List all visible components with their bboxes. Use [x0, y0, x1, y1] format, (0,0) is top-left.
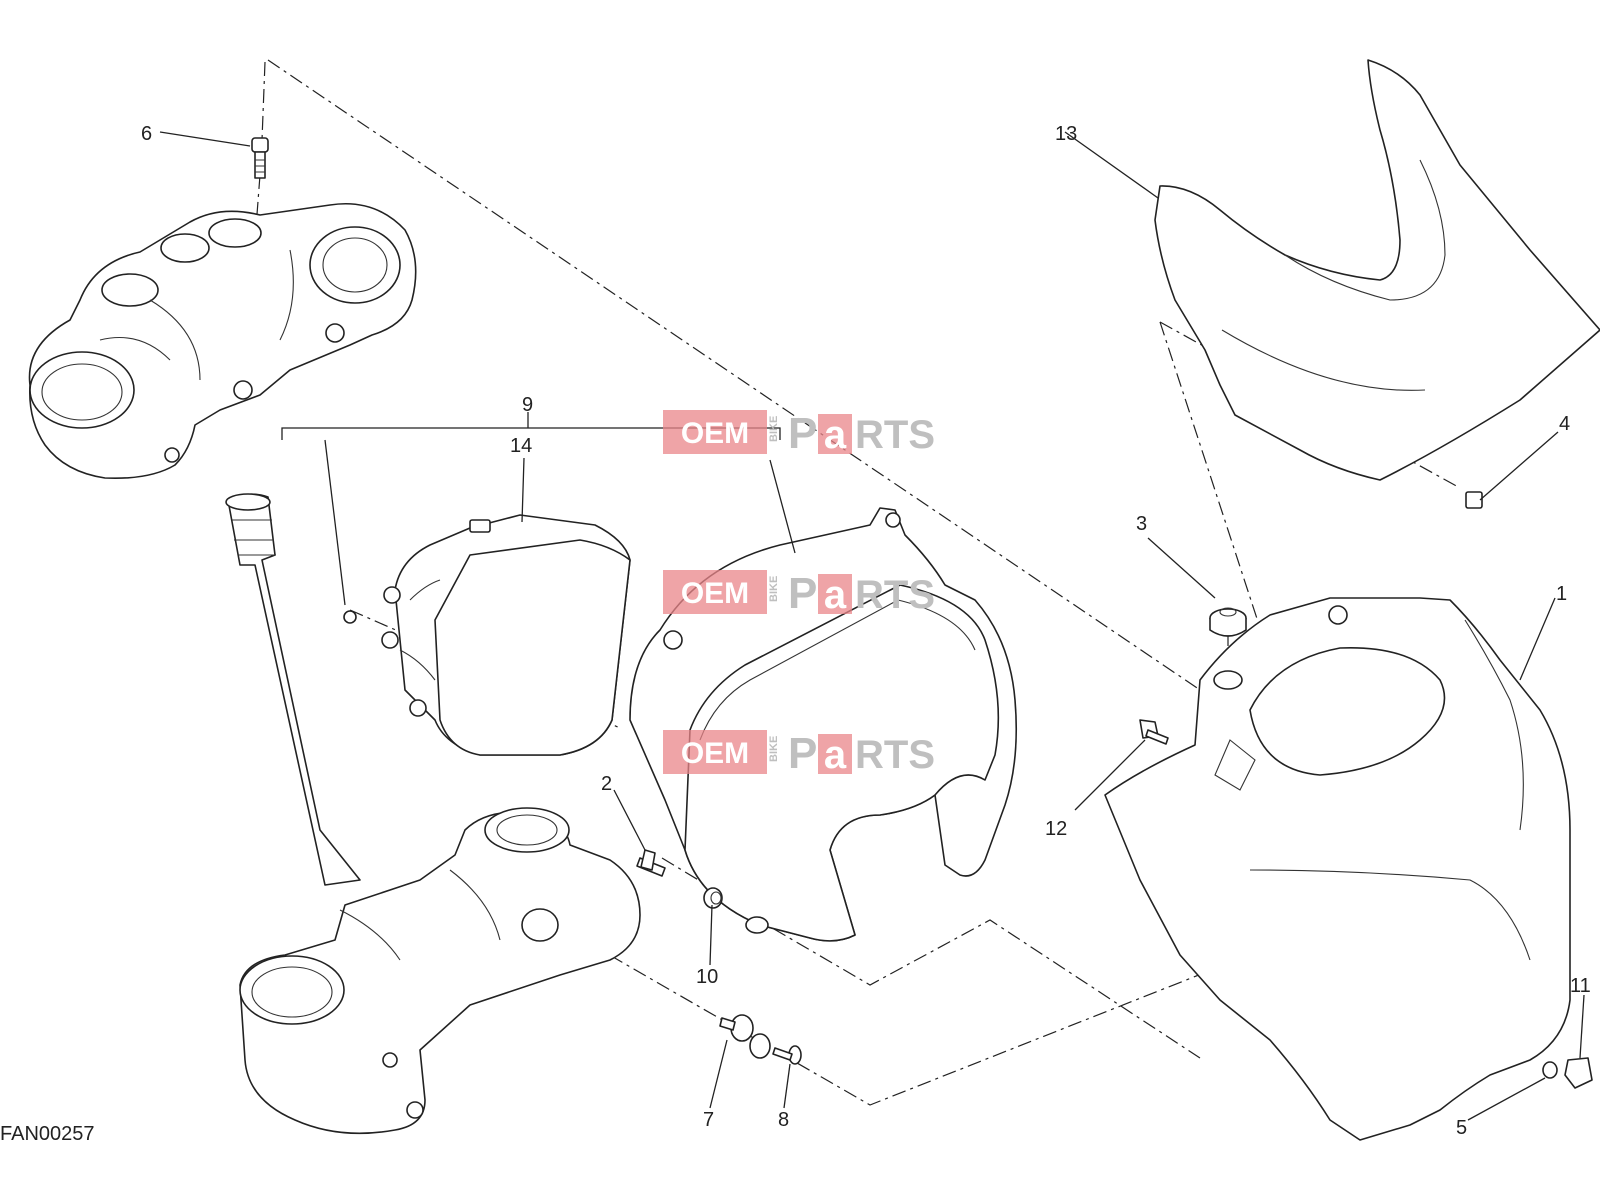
- watermark-oem: OEM: [681, 417, 749, 450]
- watermark-p: P: [788, 729, 817, 778]
- callout-10: 10: [696, 966, 718, 988]
- upper-triple-clamp: [28, 202, 417, 480]
- watermark-p: P: [788, 409, 817, 458]
- watermark-a: a: [824, 573, 847, 617]
- callout-3: 3: [1136, 513, 1147, 535]
- watermark-bike: BIKE: [768, 576, 780, 602]
- watermark-a: a: [824, 733, 847, 777]
- watermark-a: a: [824, 413, 847, 457]
- watermark-1: OEM BIKE P a RTS: [663, 409, 935, 458]
- callout-labels: 1 2 3 4 5 6 7 8 9 10 11 12 13 14 FAN0025…: [0, 123, 1591, 1145]
- steering-stem: [225, 493, 361, 886]
- windscreen-13: [1154, 59, 1600, 481]
- watermark-bike: BIKE: [768, 416, 780, 442]
- callout-6: 6: [141, 123, 152, 145]
- callout-8: 8: [778, 1109, 789, 1131]
- callout-1: 1: [1556, 583, 1567, 605]
- headlight-unit-14: [381, 514, 631, 756]
- callout-11: 11: [1570, 975, 1591, 997]
- callout-5: 5: [1456, 1117, 1467, 1139]
- fairing-1: [1104, 597, 1571, 1141]
- watermark-bike: BIKE: [768, 736, 780, 762]
- callout-13: 13: [1055, 123, 1077, 145]
- callout-4: 4: [1559, 413, 1570, 435]
- watermark-rts: RTS: [855, 733, 935, 777]
- watermark-3: OEM BIKE P a RTS: [663, 729, 935, 778]
- watermark-p: P: [788, 569, 817, 618]
- callout-2: 2: [601, 773, 612, 795]
- lower-triple-clamp: [239, 807, 641, 1135]
- callout-9: 9: [522, 394, 533, 416]
- leader-lines: [159, 131, 1585, 1121]
- callout-12: 12: [1045, 818, 1067, 840]
- callout-7: 7: [703, 1109, 714, 1131]
- hardware: [343, 491, 1593, 1089]
- watermark-2: OEM BIKE P a RTS: [663, 569, 935, 618]
- drawing-code: FAN00257: [0, 1123, 95, 1145]
- watermark-rts: RTS: [855, 573, 935, 617]
- watermark-oem: OEM: [681, 577, 749, 610]
- watermark-rts: RTS: [855, 413, 935, 457]
- screw-6: [251, 137, 269, 179]
- watermark-oem: OEM: [681, 737, 749, 770]
- callout-14: 14: [510, 435, 532, 457]
